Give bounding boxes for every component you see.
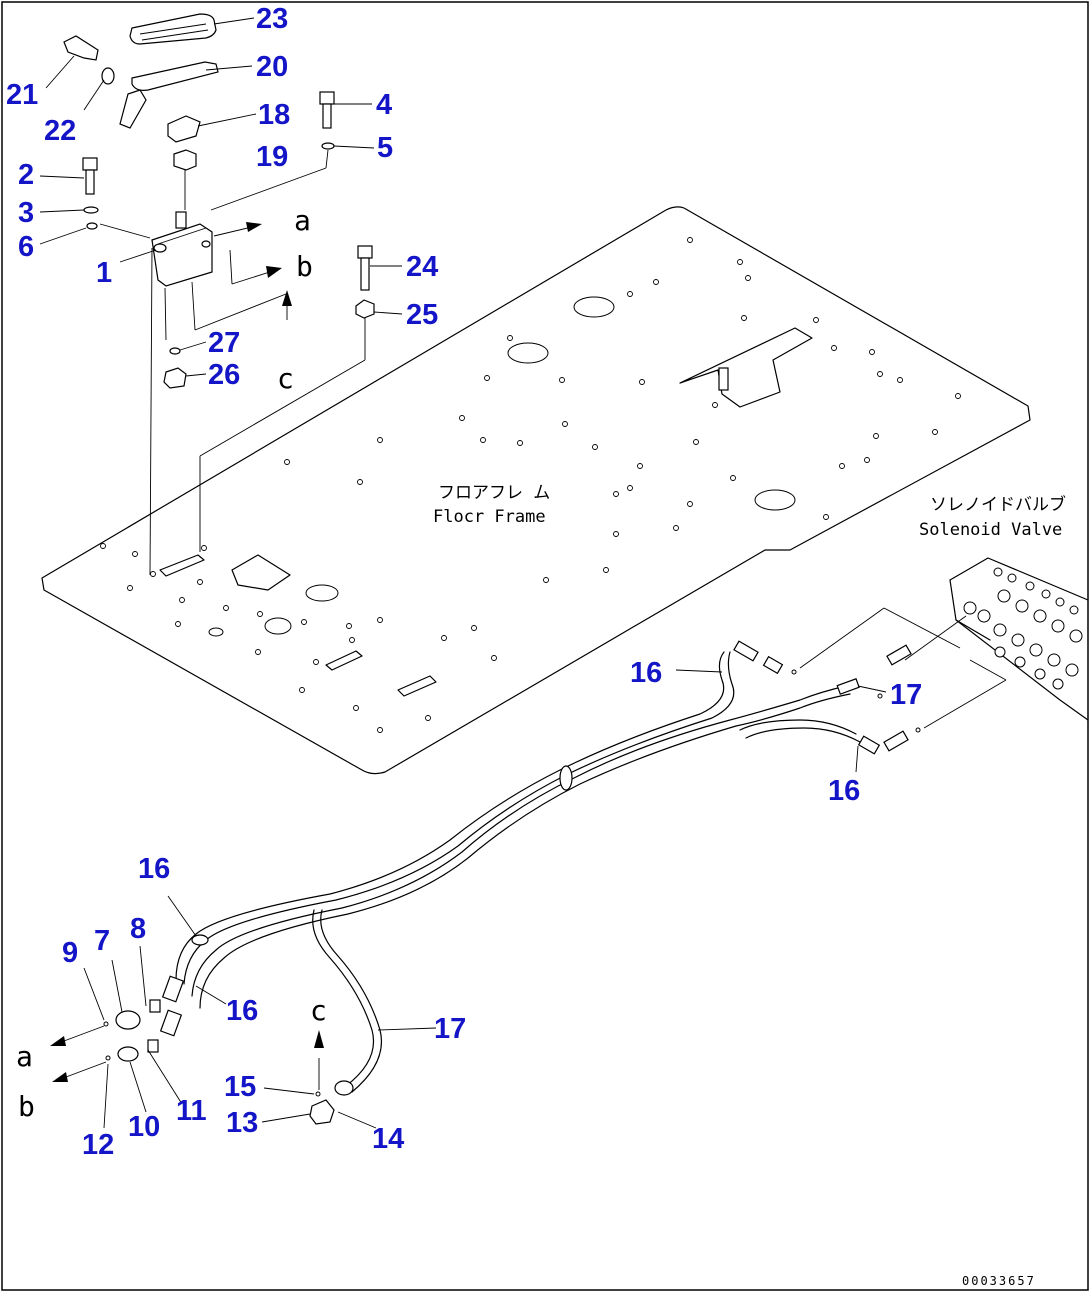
pedal-assembly — [63, 13, 375, 576]
document-number: 00033657 — [962, 1274, 1036, 1288]
callout-11: 11 — [176, 1095, 207, 1127]
floor-frame-plate — [41, 206, 1031, 775]
callout-8: 8 — [130, 913, 146, 945]
floor-frame-label-en: Flocr Frame — [433, 507, 546, 527]
solenoid-valve-label-jp: ソレノイドバルブ — [930, 494, 1066, 515]
ref-letter-c-lower: c — [310, 994, 327, 1027]
callout-numbers: 23 21 20 22 4 18 2 19 5 3 6 1 24 25 27 2… — [6, 3, 922, 1161]
callout-14: 14 — [372, 1123, 404, 1155]
callout-16-left-lower: 16 — [226, 995, 258, 1027]
callout-17-left: 17 — [434, 1013, 466, 1045]
callout-25: 25 — [406, 299, 438, 331]
callout-23: 23 — [256, 3, 288, 35]
ref-letter-b-upper: b — [296, 250, 313, 283]
callout-21: 21 — [6, 79, 38, 111]
callout-3: 3 — [18, 197, 34, 229]
hose-routing — [50, 607, 1007, 1125]
callout-6: 6 — [18, 231, 34, 263]
ref-letter-a-upper: a — [294, 204, 311, 237]
callout-26: 26 — [208, 359, 240, 391]
callout-16-right-lower: 16 — [828, 775, 860, 807]
callout-16-right-upper: 16 — [630, 657, 662, 689]
callout-20: 20 — [256, 51, 288, 83]
callout-15: 15 — [224, 1071, 256, 1103]
callout-13: 13 — [226, 1107, 258, 1139]
callout-22: 22 — [44, 115, 76, 147]
callout-4: 4 — [376, 89, 392, 121]
solenoid-valve-label-en: Solenoid Valve — [919, 520, 1062, 540]
callout-leader-lines — [39, 17, 887, 1129]
callout-17-right: 17 — [890, 679, 922, 711]
callout-7: 7 — [94, 925, 110, 957]
callout-16-left-upper: 16 — [138, 853, 170, 885]
ref-letter-c-upper: c — [277, 362, 294, 395]
callout-12: 12 — [82, 1129, 114, 1161]
solenoid-valve — [949, 557, 1089, 721]
callout-18: 18 — [258, 99, 290, 131]
callout-2: 2 — [18, 159, 34, 191]
callout-10: 10 — [128, 1111, 160, 1143]
callout-19: 19 — [256, 141, 288, 173]
callout-9: 9 — [62, 937, 78, 969]
ref-letter-a-lower: a — [16, 1040, 33, 1073]
floor-frame-label-jp: フロアフレ ム — [438, 483, 550, 503]
callout-5: 5 — [377, 132, 393, 164]
callout-1: 1 — [96, 257, 112, 289]
callout-27: 27 — [208, 327, 240, 359]
ref-letter-b-lower: b — [18, 1090, 35, 1123]
callout-24: 24 — [406, 251, 438, 283]
